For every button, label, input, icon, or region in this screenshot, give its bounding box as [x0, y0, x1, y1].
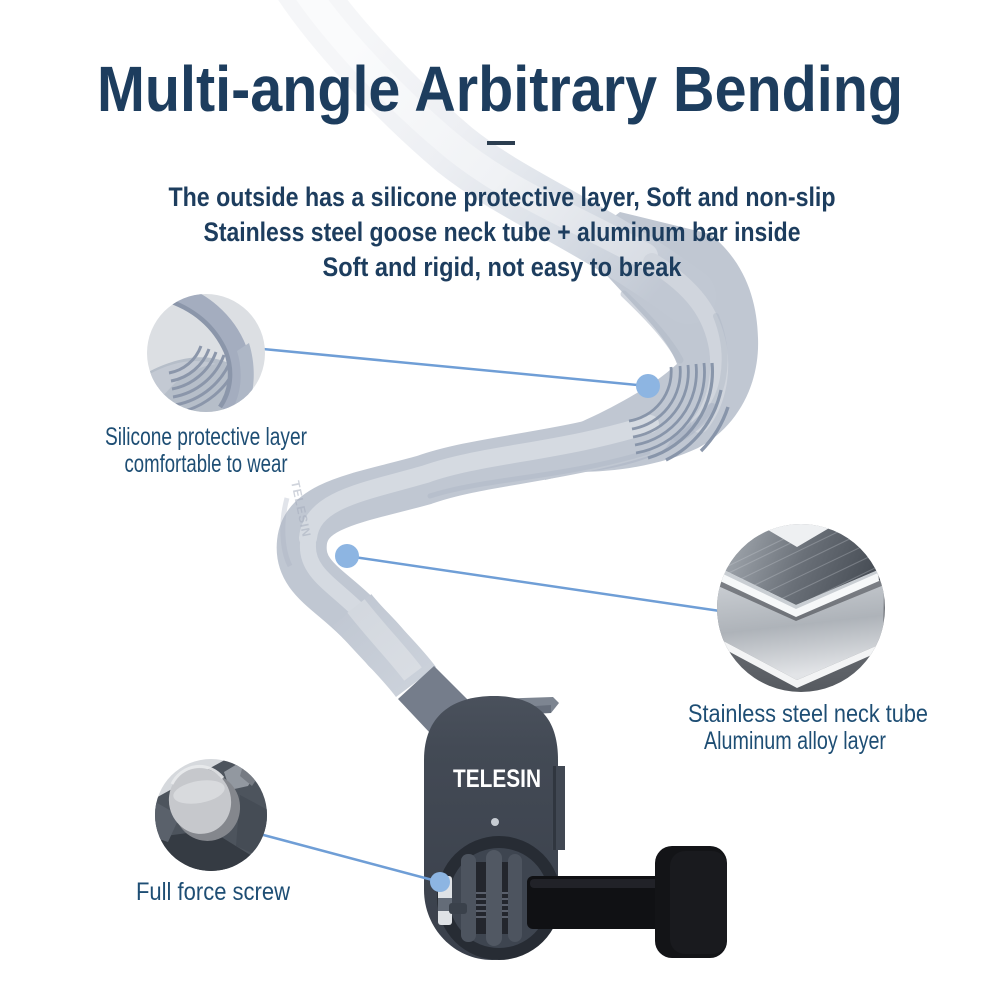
svg-text:Stainless steel neck tube: Stainless steel neck tube: [688, 700, 928, 728]
svg-text:Full force screw: Full force screw: [136, 878, 291, 906]
svg-text:The outside has a silicone pro: The outside has a silicone protective la…: [169, 182, 836, 212]
svg-text:comfortable to wear: comfortable to wear: [125, 450, 288, 478]
svg-text:Aluminum alloy layer: Aluminum alloy layer: [704, 727, 886, 755]
svg-text:TELESIN: TELESIN: [453, 765, 541, 793]
svg-text:Silicone protective layer: Silicone protective layer: [105, 423, 307, 451]
svg-text:Stainless steel goose neck tub: Stainless steel goose neck tube + alumin…: [204, 217, 801, 247]
svg-text:Soft and rigid, not easy to br: Soft and rigid, not easy to break: [323, 252, 683, 282]
svg-text:Multi-angle Arbitrary Bending: Multi-angle Arbitrary Bending: [97, 53, 903, 125]
